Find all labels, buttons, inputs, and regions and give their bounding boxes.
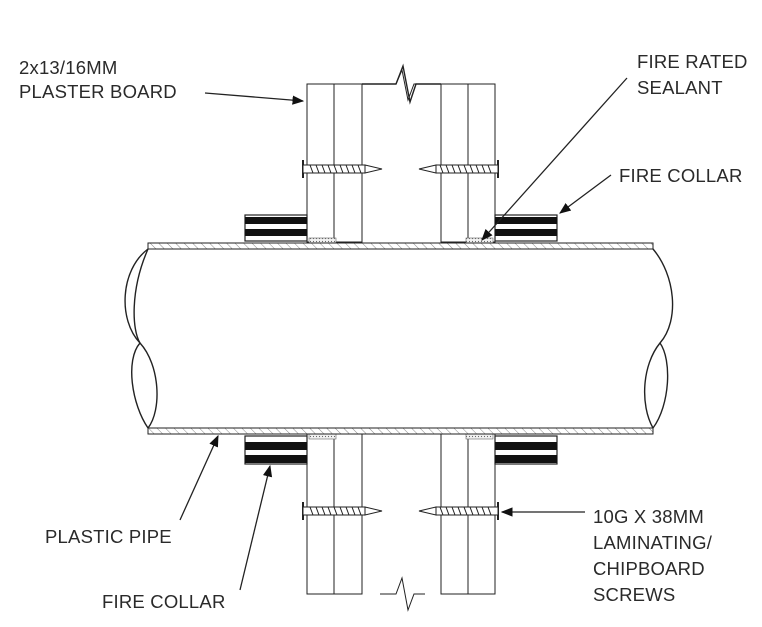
sealant-bottom-left <box>308 433 337 440</box>
label-fire-collar-top: FIRE COLLAR <box>619 165 743 186</box>
break-line-bottom <box>380 576 425 612</box>
leader-collar-bottom <box>239 464 273 591</box>
screw-top-left <box>302 160 383 178</box>
label-screws-line3: CHIPBOARD <box>593 558 705 579</box>
label-plastic-pipe: PLASTIC PIPE <box>45 526 172 547</box>
label-sealant-line1: FIRE RATED <box>637 51 748 72</box>
sealant-bottom-right <box>465 433 494 440</box>
label-screws-line1: 10G X 38MM <box>593 506 704 527</box>
label-screws-line4: SCREWS <box>593 584 675 605</box>
fire-collar-bottom-left <box>244 435 308 465</box>
label-sealant-line2: SEALANT <box>637 77 723 98</box>
plastic-pipe <box>124 242 674 435</box>
sealant-top-left <box>308 237 337 244</box>
leader-pipe <box>179 434 219 521</box>
sealant-top-right <box>465 237 494 244</box>
screw-bottom-left <box>302 502 383 520</box>
label-plasterboard-line2: PLASTER BOARD <box>19 81 177 102</box>
wall-right-top <box>440 83 496 243</box>
leader-sealant <box>481 77 628 241</box>
label-screws-line2: LAMINATING/ <box>593 532 713 553</box>
leader-plasterboard <box>204 92 305 105</box>
wall-left-top <box>306 83 363 243</box>
label-plasterboard-line1: 2x13/16MM <box>19 57 117 78</box>
fire-collar-top-left <box>244 214 308 242</box>
label-fire-collar-bottom: FIRE COLLAR <box>102 591 226 612</box>
screw-bottom-right <box>418 502 499 520</box>
screw-top-right <box>418 160 499 178</box>
fire-collar-top-right <box>494 214 558 242</box>
leader-collar-top <box>559 174 612 214</box>
fire-collar-bottom-right <box>494 435 558 465</box>
